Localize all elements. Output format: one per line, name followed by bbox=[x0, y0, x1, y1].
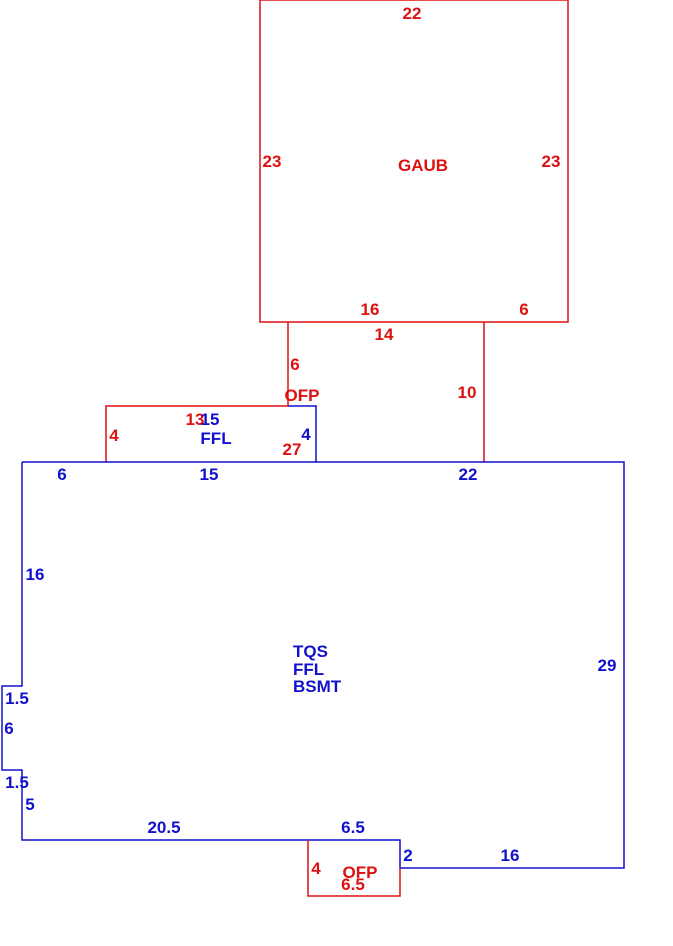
ffl-small-right-dim: 4 bbox=[301, 425, 311, 444]
ofp-lower-outline bbox=[307, 840, 401, 897]
main-notch-bottom-dim: 1.5 bbox=[5, 773, 29, 792]
ofp-upper-side-dim: 4 bbox=[109, 426, 119, 445]
main-right-dim: 29 bbox=[598, 656, 617, 675]
ffl-small-label: FFL bbox=[200, 429, 231, 448]
main-top-right-dim: 22 bbox=[459, 465, 478, 484]
ffl-small-top-dim: 15 bbox=[201, 410, 220, 429]
gaub-outline bbox=[259, 0, 569, 323]
ofp-upper-right-dim: 10 bbox=[458, 383, 477, 402]
main-label-line-2: FFL bbox=[293, 660, 324, 679]
gaub-bottom-left-dim: 16 bbox=[361, 300, 380, 319]
ofp-lower-label: OFP bbox=[343, 863, 378, 882]
ofp-upper-bottom-left-dim: 13 bbox=[186, 410, 205, 429]
main-notch-side-dim: 6 bbox=[4, 719, 13, 738]
main-left-upper-dim: 16 bbox=[26, 565, 45, 584]
main-outline bbox=[22, 461, 625, 869]
main-step bbox=[308, 839, 401, 868]
ffl-small-outline bbox=[288, 405, 317, 462]
main-bottom-right-dim: 16 bbox=[501, 846, 520, 865]
main-label-line-3: BSMT bbox=[293, 677, 342, 696]
ofp-upper-top-dim: 14 bbox=[375, 325, 394, 344]
main-bottom-mid-dim: 6.5 bbox=[341, 818, 365, 837]
ofp-lower-bottom-dim: 6.5 bbox=[341, 875, 365, 894]
ofp-upper-label: OFP bbox=[285, 386, 320, 405]
ofp-upper-bottom-right-dim: 27 bbox=[283, 440, 302, 459]
main-notch-top-dim: 1.5 bbox=[5, 689, 29, 708]
gaub-label: GAUB bbox=[398, 156, 448, 175]
main-bottom-left-dim: 20.5 bbox=[147, 818, 180, 837]
gaub-top-dim: 22 bbox=[403, 4, 422, 23]
ofp-upper-left-dim: 6 bbox=[290, 355, 299, 374]
main-step-dim: 2 bbox=[403, 846, 412, 865]
main-outline-left bbox=[1, 462, 308, 841]
gaub-bottom-right-dim: 6 bbox=[519, 300, 528, 319]
ofp-lower-side-dim: 4 bbox=[311, 859, 321, 878]
main-left-lower-dim: 5 bbox=[25, 795, 34, 814]
main-top-left-dim: 6 bbox=[57, 465, 66, 484]
ffl-small-bottom-dim: 15 bbox=[200, 465, 219, 484]
ofp-upper-outline bbox=[105, 322, 289, 462]
gaub-right-dim: 23 bbox=[542, 152, 561, 171]
gaub-left-dim: 23 bbox=[263, 152, 282, 171]
main-label-line-1: TQS bbox=[293, 642, 328, 661]
